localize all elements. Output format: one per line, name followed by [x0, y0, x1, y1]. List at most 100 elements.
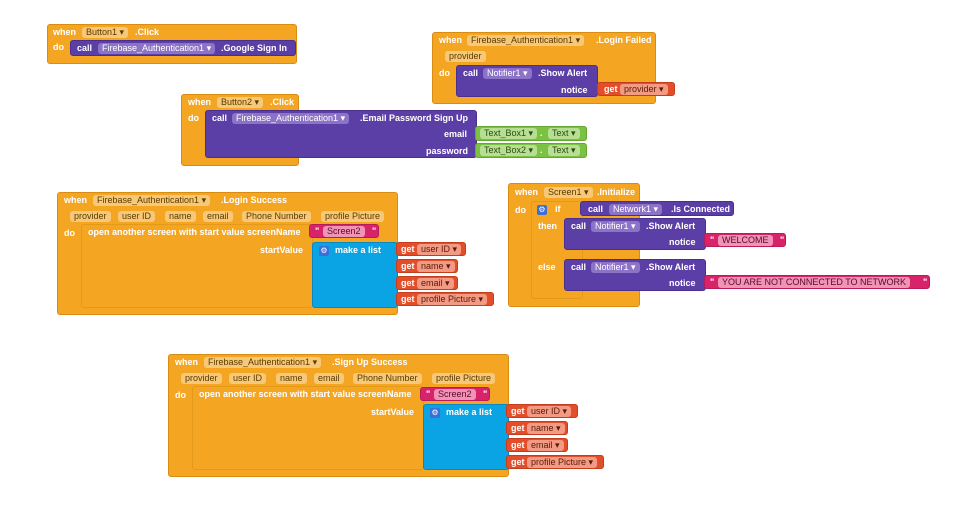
string-value[interactable]: Screen2 [434, 389, 476, 400]
component-dropdown[interactable]: Button2 ▾ [217, 97, 264, 108]
get-keyword: get [401, 294, 415, 304]
get-block-email[interactable]: get email ▾ [396, 276, 458, 290]
make-a-list-block[interactable]: ⚙ make a list [312, 242, 398, 308]
string-block-screen2[interactable]: " Screen2 " [309, 224, 379, 238]
component-dropdown[interactable]: Notifier1 ▾ [591, 262, 640, 273]
string-value[interactable]: YOU ARE NOT CONNECTED TO NETWORK [718, 277, 911, 288]
variable-dropdown[interactable]: name ▾ [527, 423, 565, 434]
make-a-list-block[interactable]: ⚙ make a list [423, 404, 509, 470]
param-phone-number[interactable]: Phone Number [242, 211, 311, 222]
call-keyword: call [463, 68, 479, 78]
string-value[interactable]: WELCOME [718, 235, 773, 246]
get-block-profile-picture[interactable]: get profile Picture ▾ [396, 292, 494, 306]
textbox2-text-block[interactable]: Text_Box2 ▾ . Text ▾ [475, 143, 587, 158]
param-email[interactable]: email [314, 373, 344, 384]
property-dropdown[interactable]: Text ▾ [548, 128, 580, 139]
component-dropdown[interactable]: Notifier1 ▾ [591, 221, 640, 232]
param-profile-picture[interactable]: profile Picture [321, 211, 385, 222]
get-keyword: get [511, 457, 525, 467]
variable-dropdown[interactable]: profile Picture ▾ [417, 294, 488, 305]
call-keyword: call [571, 262, 587, 272]
open-quote: " [710, 277, 715, 287]
get-block-name[interactable]: get name ▾ [506, 421, 568, 435]
component-dropdown[interactable]: Firebase_Authentication1 ▾ [204, 357, 322, 368]
get-block-profile-picture[interactable]: get profile Picture ▾ [506, 455, 604, 469]
get-keyword: get [511, 423, 525, 433]
get-block-name[interactable]: get name ▾ [396, 259, 458, 273]
action-label: open another screen with start value [88, 227, 245, 237]
param-profile-picture[interactable]: profile Picture [432, 373, 496, 384]
action-label: open another screen with start value [199, 389, 356, 399]
string-block-not-connected[interactable]: " YOU ARE NOT CONNECTED TO NETWORK " [704, 275, 930, 289]
get-block-user-id[interactable]: get user ID ▾ [506, 404, 578, 418]
property-dropdown[interactable]: Text ▾ [548, 145, 580, 156]
call-keyword: call [571, 221, 587, 231]
gear-icon[interactable]: ⚙ [537, 205, 547, 215]
call-block-is-connected[interactable]: call Network1 ▾ .Is Connected [580, 201, 734, 216]
variable-dropdown[interactable]: user ID ▾ [527, 406, 572, 417]
component-dropdown[interactable]: Button1 ▾ [82, 27, 129, 38]
component-dropdown[interactable]: Network1 ▾ [609, 204, 663, 215]
variable-dropdown[interactable]: user ID ▾ [417, 244, 462, 255]
arg-label-password: password [426, 146, 469, 156]
when-keyword: when [439, 35, 463, 45]
textbox1-text-block[interactable]: Text_Box1 ▾ . Text ▾ [475, 126, 587, 141]
param-email[interactable]: email [203, 211, 233, 222]
method-name: .Email Password Sign Up [360, 113, 469, 123]
variable-dropdown[interactable]: profile Picture ▾ [527, 457, 598, 468]
variable-dropdown[interactable]: email ▾ [417, 278, 454, 289]
do-keyword: do [439, 68, 450, 78]
open-quote: " [315, 226, 320, 236]
dot: . [540, 145, 543, 155]
do-keyword: do [64, 228, 75, 238]
component-dropdown[interactable]: Text_Box1 ▾ [480, 128, 538, 139]
start-value-label: startValue [371, 407, 415, 417]
gear-icon[interactable]: ⚙ [319, 246, 329, 256]
do-keyword: do [515, 205, 526, 215]
param-provider[interactable]: provider [445, 51, 486, 62]
string-block-welcome[interactable]: " WELCOME " [704, 233, 786, 247]
param-phone-number[interactable]: Phone Number [353, 373, 422, 384]
component-dropdown[interactable]: Firebase_Authentication1 ▾ [467, 35, 585, 46]
param-provider[interactable]: provider [181, 373, 222, 384]
call-block-email-password-sign-up[interactable]: call Firebase_Authentication1 ▾ .Email P… [205, 110, 477, 158]
component-dropdown[interactable]: Screen1 ▾ [544, 187, 593, 198]
call-block-show-alert[interactable]: call Notifier1 ▾ .Show Alert notice [456, 65, 598, 97]
component-dropdown[interactable]: Text_Box2 ▾ [480, 145, 538, 156]
get-block-email[interactable]: get email ▾ [506, 438, 568, 452]
open-another-screen-block[interactable]: open another screen with start value scr… [81, 224, 313, 308]
call-block-google-sign-in[interactable]: call Firebase_Authentication1 ▾ .Google … [70, 40, 296, 56]
component-dropdown[interactable]: Firebase_Authentication1 ▾ [93, 195, 211, 206]
dot: . [540, 128, 543, 138]
get-keyword: get [511, 440, 525, 450]
start-value-label: startValue [260, 245, 304, 255]
param-provider[interactable]: provider [70, 211, 111, 222]
call-block-show-alert-else[interactable]: call Notifier1 ▾ .Show Alert notice [564, 259, 706, 291]
call-keyword: call [588, 204, 604, 214]
when-keyword: when [188, 97, 212, 107]
param-user-id[interactable]: user ID [229, 373, 267, 384]
arg-label-notice: notice [669, 237, 696, 247]
string-block-screen2[interactable]: " Screen2 " [420, 387, 490, 401]
get-block-user-id[interactable]: get user ID ▾ [396, 242, 466, 256]
call-keyword: call [212, 113, 228, 123]
gear-icon[interactable]: ⚙ [430, 408, 440, 418]
component-dropdown[interactable]: Firebase_Authentication1 ▾ [232, 113, 350, 124]
method-name: .Show Alert [538, 68, 588, 78]
get-block-provider[interactable]: get provider ▾ [597, 82, 675, 96]
call-block-show-alert-then[interactable]: call Notifier1 ▾ .Show Alert notice [564, 218, 706, 250]
param-name[interactable]: name [276, 373, 307, 384]
open-another-screen-block[interactable]: open another screen with start value scr… [192, 386, 424, 470]
string-value[interactable]: Screen2 [323, 226, 365, 237]
variable-dropdown[interactable]: provider ▾ [620, 84, 668, 95]
param-user-id[interactable]: user ID [118, 211, 156, 222]
component-dropdown[interactable]: Firebase_Authentication1 ▾ [98, 43, 216, 54]
component-dropdown[interactable]: Notifier1 ▾ [483, 68, 532, 79]
method-name: .Show Alert [646, 221, 696, 231]
do-keyword: do [188, 113, 199, 123]
when-keyword: when [64, 195, 88, 205]
variable-dropdown[interactable]: email ▾ [527, 440, 564, 451]
close-quote: " [780, 235, 785, 245]
variable-dropdown[interactable]: name ▾ [417, 261, 455, 272]
param-name[interactable]: name [165, 211, 196, 222]
